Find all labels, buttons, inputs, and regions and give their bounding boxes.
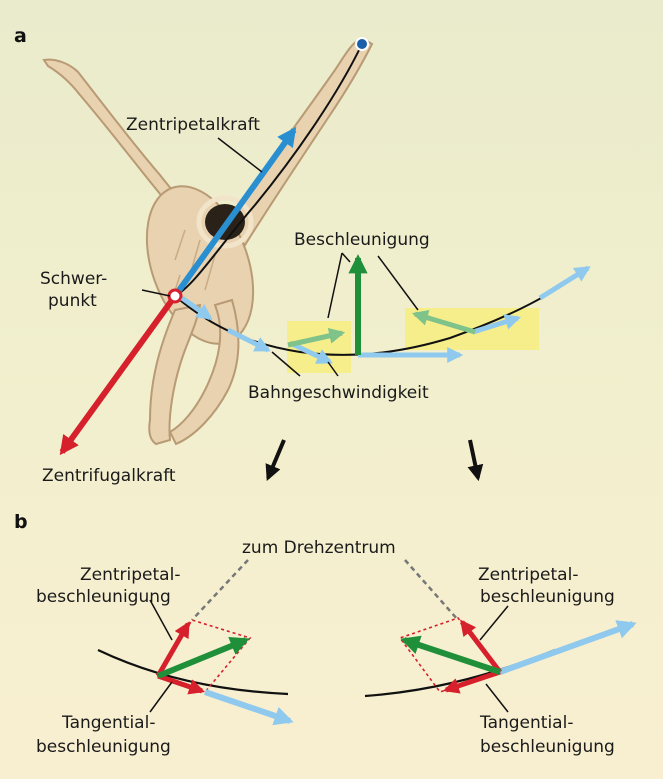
right-tangential-accel-arrow	[442, 669, 501, 694]
dashed-line-left	[191, 559, 249, 621]
velocity-arrow-3	[288, 340, 333, 365]
label-acceleration: Beschleunigung	[294, 230, 430, 250]
right-label-tangential-line2: beschleunigung	[480, 737, 615, 757]
left-label-centripetal-line2: beschleunigung	[36, 587, 171, 607]
right-leader-centripetal	[479, 605, 509, 641]
acceleration-arrow-right	[411, 310, 476, 335]
transition-arrow-left	[265, 439, 286, 481]
right-label-tangential-line1: Tangential-	[479, 713, 573, 733]
left-tangential-accel-arrow	[157, 673, 206, 695]
right-leader-tangential	[485, 683, 509, 713]
transition-arrow-right	[467, 439, 484, 482]
dashed-line-right	[404, 559, 459, 621]
label-center-of-mass-line1: Schwer-	[40, 269, 107, 289]
leader-lines-a	[141, 137, 419, 377]
panel-label-b: b	[14, 511, 28, 533]
right-label-centripetal-line2: beschleunigung	[480, 587, 615, 607]
label-path-velocity: Bahngeschwindigkeit	[248, 383, 429, 403]
left-label-tangential-line1: Tangential-	[61, 713, 155, 733]
acceleration-arrow-left	[287, 327, 346, 348]
centripetal-force-arrow	[172, 126, 297, 298]
right-centripetal-accel-arrow	[460, 619, 502, 674]
label-center-of-mass-line2: punkt	[48, 291, 97, 311]
right-velocity-arrow	[498, 620, 637, 675]
right-vector-diagram	[364, 605, 637, 713]
left-vector-diagram	[97, 599, 294, 726]
left-velocity-arrow	[204, 689, 294, 726]
velocity-arrow-6	[538, 265, 591, 301]
right-resultant-accel-arrow	[400, 635, 501, 675]
left-centripetal-accel-arrow	[155, 621, 191, 678]
label-to-rotation-center: zum Drehzentrum	[242, 538, 396, 558]
left-label-centripetal-line1: Zentripetal-	[80, 565, 180, 585]
velocity-arrow-5	[472, 314, 522, 335]
pivot-hand-point	[355, 37, 369, 51]
left-resultant-accel-arrow	[156, 636, 250, 679]
right-label-centripetal-line1: Zentripetal-	[478, 565, 578, 585]
label-centripetal-force: Zentripetalkraft	[126, 115, 260, 135]
velocity-arrow-2	[226, 327, 271, 353]
label-centrifugal-force: Zentrifugalkraft	[42, 466, 176, 486]
left-leader-centripetal	[149, 599, 173, 641]
left-leader-tangential	[149, 681, 173, 713]
velocity-arrow-1	[180, 295, 213, 321]
left-label-tangential-line2: beschleunigung	[36, 737, 171, 757]
center-of-mass-point	[167, 288, 183, 304]
left-path-curve	[97, 649, 289, 696]
panel-label-a: a	[14, 25, 27, 47]
centrifugal-force-arrow	[59, 294, 178, 456]
